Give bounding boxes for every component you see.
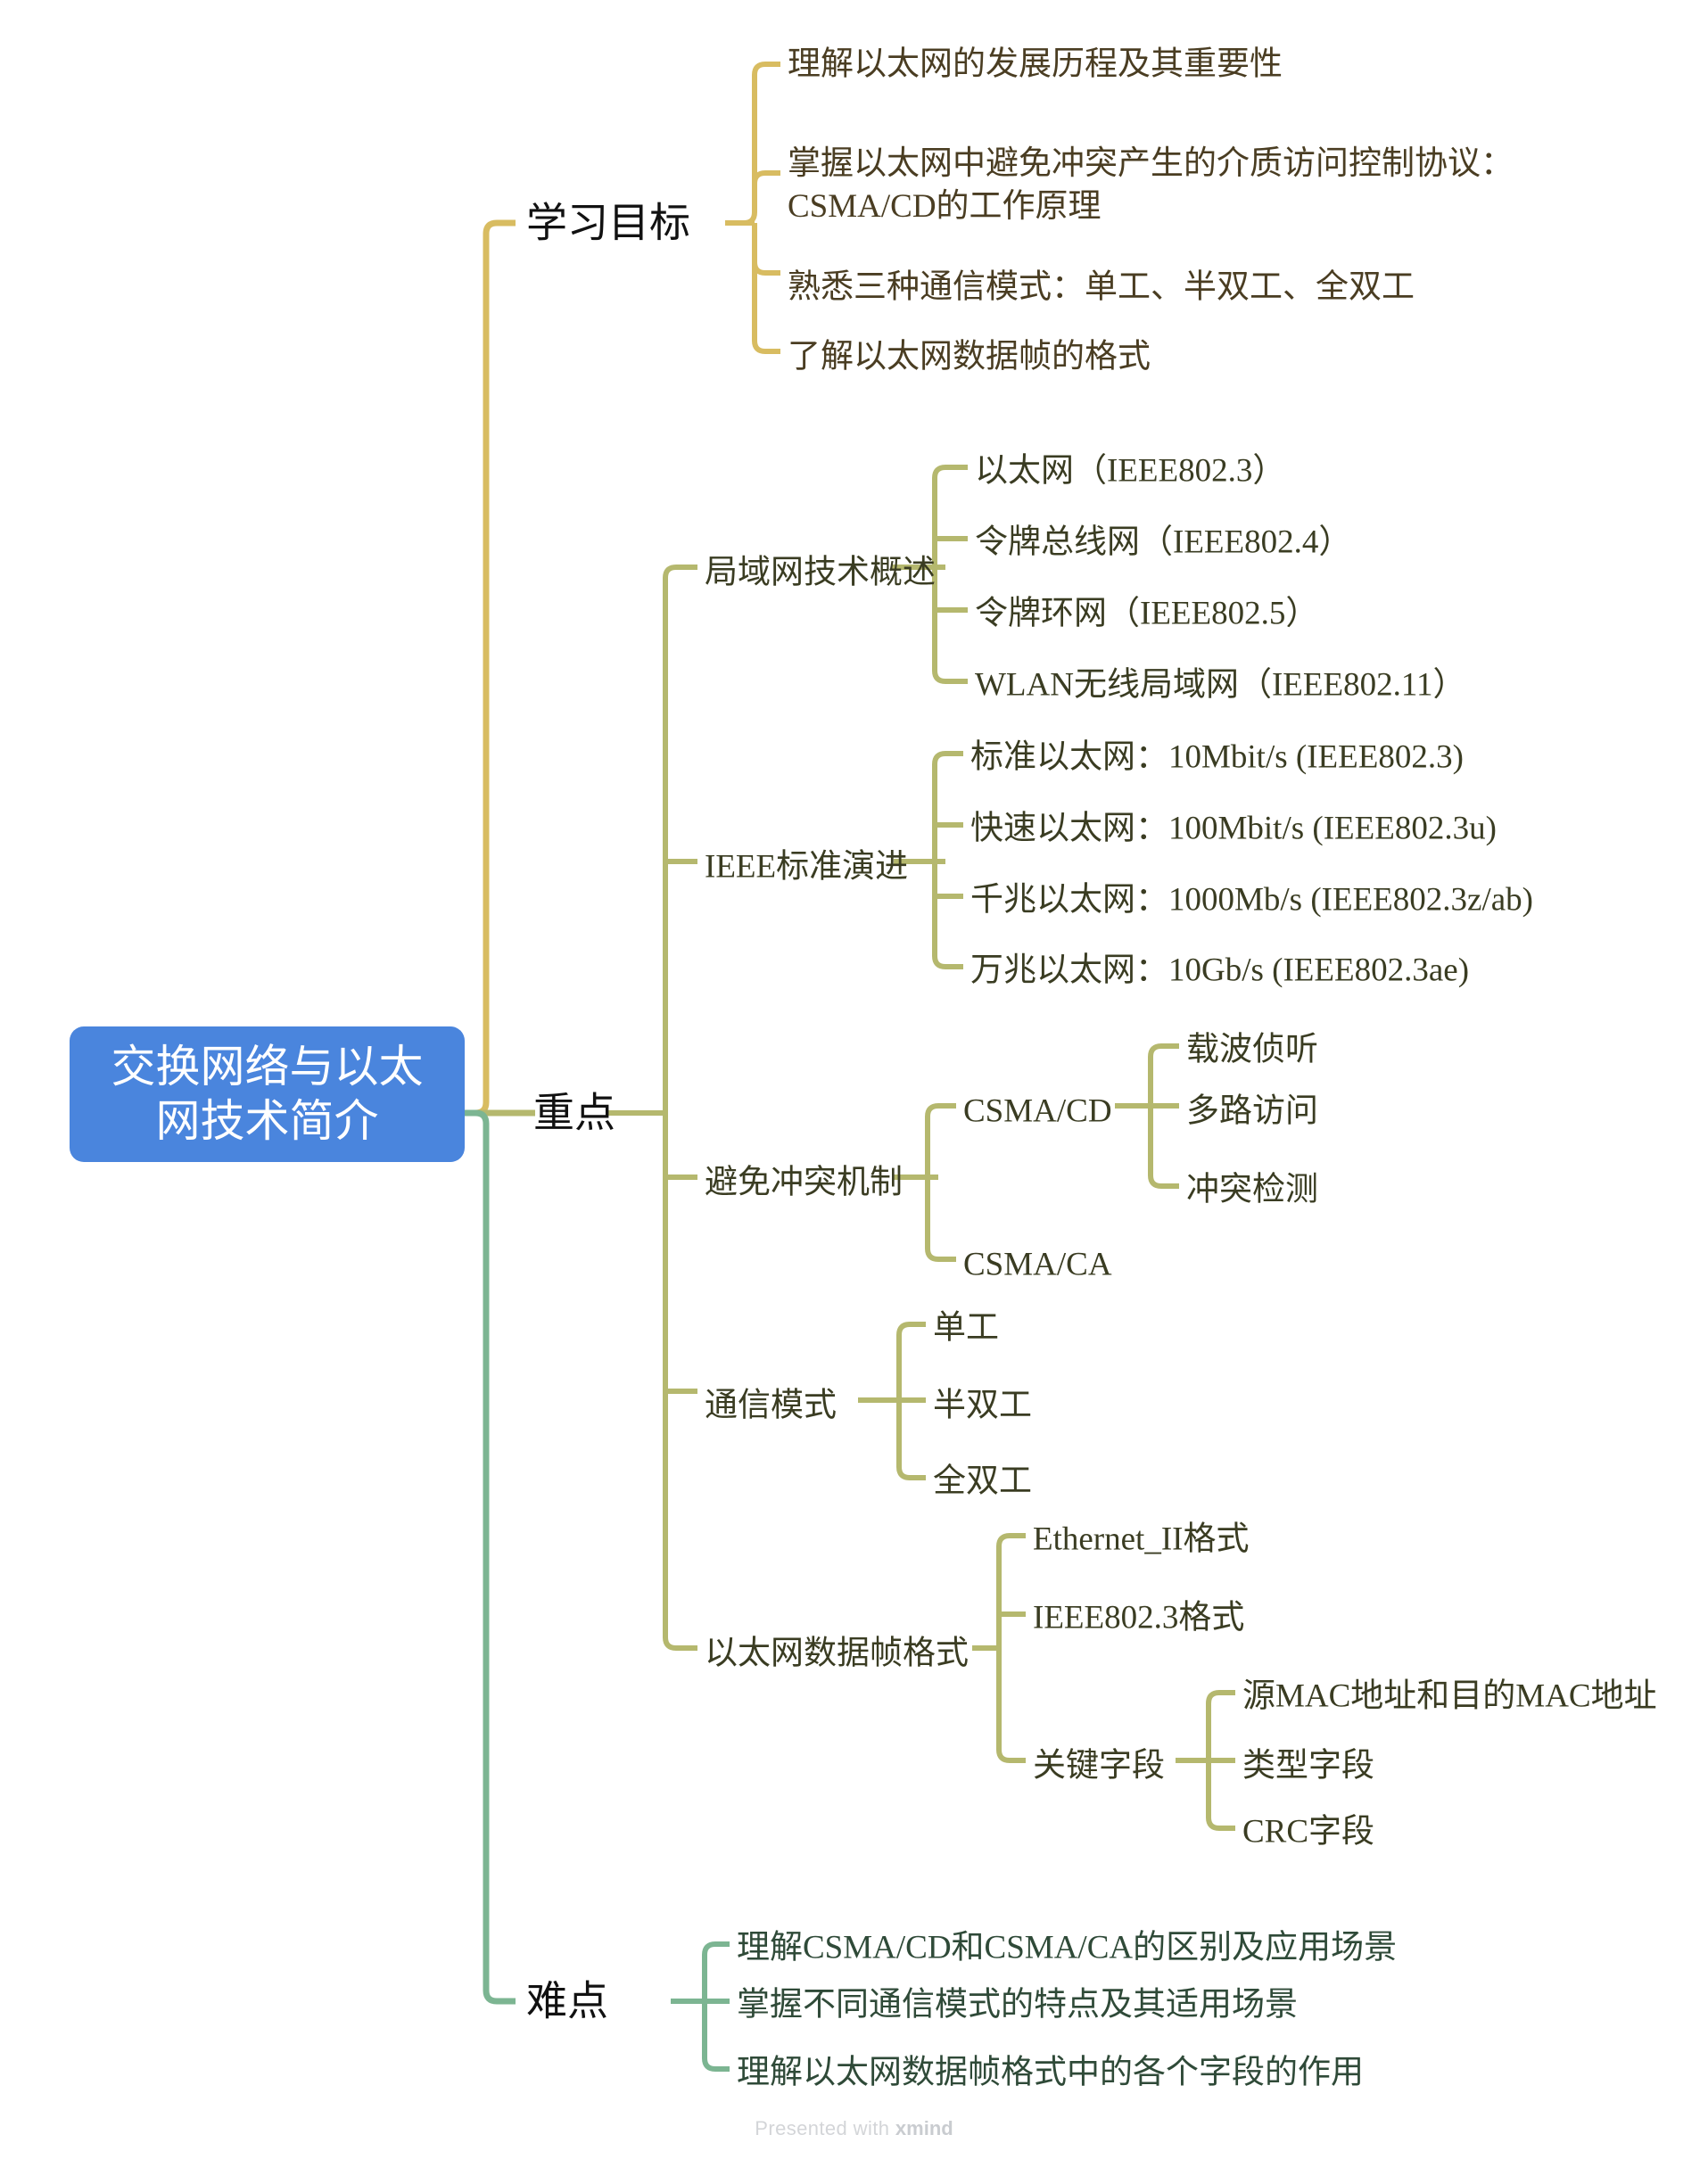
frame-key-fields[interactable]: 关键字段 xyxy=(1033,1747,1165,1784)
ieee-standard-ethernet[interactable]: 标准以太网：10Mbit/s (IEEE802.3) xyxy=(970,738,1464,776)
mechanism-csma-cd[interactable]: CSMA/CD xyxy=(963,1092,1112,1130)
key-point-frame-format[interactable]: 以太网数据帧格式 xyxy=(705,1635,969,1672)
key-point-lan-overview[interactable]: 局域网技术概述 xyxy=(705,554,936,591)
olive-branch-children xyxy=(608,565,697,1651)
frame-format-children xyxy=(972,1533,1026,1763)
root-node[interactable]: 交换网络与以太网技术简介 xyxy=(70,1026,465,1162)
csma-cd-children xyxy=(1115,1043,1179,1189)
learning-objective-4[interactable]: 了解以太网数据帧的格式 xyxy=(788,338,1151,375)
key-field-mac-addresses[interactable]: 源MAC地址和目的MAC地址 xyxy=(1242,1677,1657,1715)
watermark-prefix: Presented with xyxy=(755,2117,890,2139)
lan-tech-token-bus[interactable]: 令牌总线网（IEEE802.4） xyxy=(975,523,1352,561)
ieee-ten-gigabit-ethernet[interactable]: 万兆以太网：10Gb/s (IEEE802.3ae) xyxy=(970,952,1470,989)
learning-objective-3[interactable]: 熟悉三种通信模式：单工、半双工、全双工 xyxy=(788,268,1415,306)
lan-tech-wlan[interactable]: WLAN无线局域网（IEEE802.11） xyxy=(975,666,1466,704)
key-point-collision-avoidance[interactable]: 避免冲突机制 xyxy=(705,1164,903,1201)
key-field-crc[interactable]: CRC字段 xyxy=(1242,1813,1375,1850)
lan-tech-ethernet[interactable]: 以太网（IEEE802.3） xyxy=(975,452,1286,490)
key-point-communication-modes[interactable]: 通信模式 xyxy=(705,1387,837,1424)
learning-objective-1[interactable]: 理解以太网的发展历程及其重要性 xyxy=(788,45,1283,83)
learning-objective-2[interactable]: 掌握以太网中避免冲突产生的介质访问控制协议：CSMA/CD的工作原理 xyxy=(788,145,1514,226)
frame-ethernet-ii[interactable]: Ethernet_II格式 xyxy=(1033,1521,1250,1558)
branch-label-key-points[interactable]: 重点 xyxy=(533,1089,615,1136)
frame-ieee8023[interactable]: IEEE802.3格式 xyxy=(1033,1599,1245,1636)
comm-mode-simplex[interactable]: 单工 xyxy=(933,1309,999,1347)
ieee-gigabit-ethernet[interactable]: 千兆以太网：1000Mb/s (IEEE802.3z/ab) xyxy=(970,881,1533,919)
key-point-ieee-evolution[interactable]: IEEE标准演进 xyxy=(705,848,909,886)
root-node-label: 交换网络与以太网技术简介 xyxy=(111,1042,424,1146)
root-to-branch-gold xyxy=(465,219,516,1117)
comm-mode-half-duplex[interactable]: 半双工 xyxy=(933,1387,1032,1424)
mechanism-csma-ca[interactable]: CSMA/CA xyxy=(963,1246,1112,1283)
lan-tech-token-ring[interactable]: 令牌环网（IEEE802.5） xyxy=(975,595,1319,632)
csma-cd-multiple-access[interactable]: 多路访问 xyxy=(1186,1092,1318,1130)
watermark-brand: xmind xyxy=(895,2117,953,2139)
ieee-fast-ethernet[interactable]: 快速以太网：100Mbit/s (IEEE802.3u) xyxy=(970,810,1497,847)
csma-cd-collision-detection[interactable]: 冲突检测 xyxy=(1186,1171,1318,1208)
gold-branch-children xyxy=(725,62,780,354)
csma-cd-carrier-sense[interactable]: 载波侦听 xyxy=(1186,1031,1318,1068)
branch-label-learning-objectives[interactable]: 学习目标 xyxy=(526,199,690,246)
difficulty-1[interactable]: 理解CSMA/CD和CSMA/CA的区别及应用场景 xyxy=(737,1929,1398,1966)
comm-modes-children xyxy=(858,1322,926,1480)
xmind-watermark: Presented with xmind xyxy=(0,2117,1708,2140)
difficulty-3[interactable]: 理解以太网数据帧格式中的各个字段的作用 xyxy=(737,2054,1364,2091)
key-fields-children xyxy=(1176,1690,1235,1831)
root-to-branch-green xyxy=(465,1109,516,2005)
branch-label-difficulties[interactable]: 难点 xyxy=(526,1977,608,2024)
difficulty-2[interactable]: 掌握不同通信模式的特点及其适用场景 xyxy=(737,1986,1298,2024)
comm-mode-full-duplex[interactable]: 全双工 xyxy=(933,1463,1032,1500)
key-field-type[interactable]: 类型字段 xyxy=(1242,1747,1374,1784)
green-branch-children xyxy=(671,1941,730,2072)
